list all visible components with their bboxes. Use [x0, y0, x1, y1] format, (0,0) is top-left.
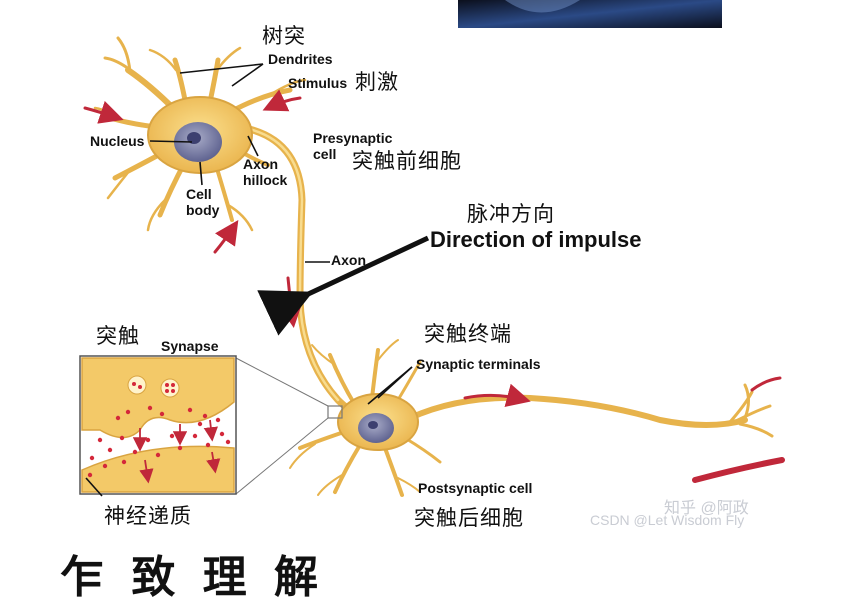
presynaptic-label: Presynaptic cell [313, 130, 392, 162]
neuron-illustration [79, 0, 785, 497]
synapse-inset [79, 355, 237, 495]
terminals-label-zh: 突触终端 [424, 322, 512, 346]
axon-hillock-line-2: hillock [243, 172, 288, 189]
presynaptic-label-zh: 突触前细胞 [352, 149, 462, 173]
dendrites-label-zh: 树突 [262, 24, 306, 48]
zhihu-watermark: 知乎 @阿政 [664, 500, 749, 517]
axon-hillock-line-1: Axon [243, 156, 278, 172]
csdn-watermark: CSDN @Let Wisdom Fly [590, 512, 745, 528]
postsynaptic-axon [407, 394, 748, 428]
synaptic-terminals-label: Synaptic terminals [416, 356, 541, 372]
axon-label: Axon [331, 252, 366, 268]
postsynaptic-label: Postsynaptic cell [418, 480, 533, 496]
synapse-label-zh: 突触 [96, 324, 140, 348]
presynaptic-line-1: Presynaptic [313, 130, 393, 146]
cell-body-label: Cell body [186, 186, 219, 218]
photo-strip [458, 0, 722, 28]
cell-body-line-2: body [186, 202, 220, 219]
direction-arrow [257, 235, 430, 336]
stimulus-label: Stimulus [288, 75, 348, 91]
axon-terminal-branches [728, 383, 774, 438]
presynaptic-line-2: cell [313, 146, 337, 163]
postsynaptic-label-zh: 突触后细胞 [414, 506, 524, 530]
stimulus-label-zh: 刺激 [355, 70, 399, 94]
axon-hillock-label: Axon hillock [243, 156, 287, 188]
impulse-label-zh: 脉冲方向 [467, 202, 555, 226]
dendrites-label: Dendrites [268, 51, 333, 67]
bottom-heading: 乍 致 理 解 [60, 552, 324, 603]
cell-body-line-1: Cell [186, 186, 212, 202]
direction-of-impulse-label: Direction of impulse [430, 227, 642, 252]
neuron-diagram: 树突 Dendrites Stimulus 刺激 Nucleus Axon hi… [60, 0, 785, 600]
synapse-label: Synapse [161, 338, 219, 354]
leader-lines [85, 63, 413, 497]
neurotransmitter-label-zh: 神经递质 [104, 504, 192, 528]
nucleus-label: Nucleus [90, 133, 145, 149]
